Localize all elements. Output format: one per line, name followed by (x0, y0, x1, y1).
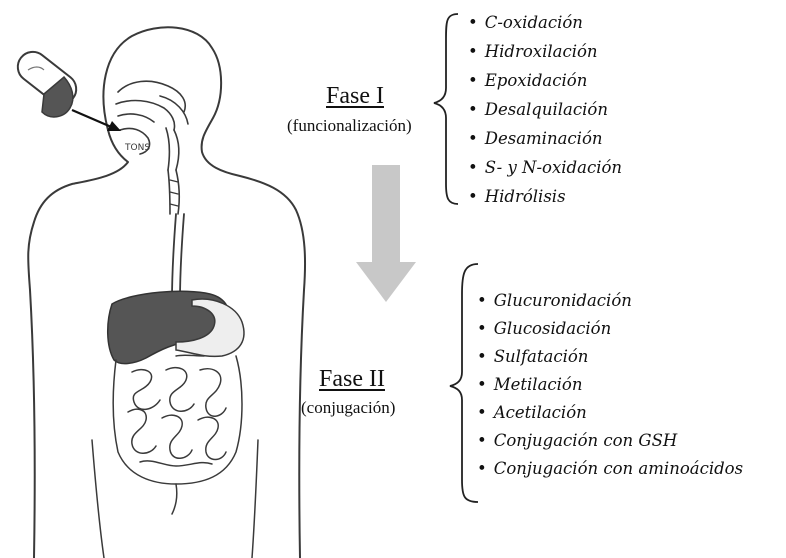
arrow-icon (72, 110, 121, 131)
reaction-item: Acetilación (477, 399, 743, 427)
phase1-subtitle: (funcionalización) (287, 116, 412, 136)
brace-icon (434, 14, 458, 204)
reaction-item: Glucosidación (477, 315, 743, 343)
reaction-item: Conjugación con GSH (477, 427, 743, 455)
intestine-icon (113, 355, 242, 514)
phase1-reaction-list: C-oxidación Hidroxilación Epoxidación De… (468, 8, 622, 211)
pill-icon (12, 46, 82, 117)
brace-icon (450, 264, 478, 502)
reaction-item: Sulfatación (477, 343, 743, 371)
phase2-reaction-list: Glucuronidación Glucosidación Sulfatació… (477, 287, 743, 483)
pill-label-in-mouth: TONS (124, 143, 150, 153)
phase2-subtitle: (conjugación) (301, 398, 395, 418)
reaction-item: Desaminación (468, 124, 622, 153)
reaction-item: Epoxidación (468, 66, 622, 95)
reaction-item: Metilación (477, 371, 743, 399)
flow-arrow (356, 165, 416, 302)
head-internal-icon (116, 81, 188, 300)
reaction-item: S- y N-oxidación (468, 153, 622, 182)
reaction-item: Hidrólisis (468, 182, 622, 211)
reaction-item: C-oxidación (468, 8, 622, 37)
reaction-item: Glucuronidación (477, 287, 743, 315)
phase1-title: Fase I (326, 83, 384, 110)
reaction-item: Hidroxilación (468, 37, 622, 66)
reaction-item: Conjugación con aminoácidos (477, 455, 743, 483)
phase2-title: Fase II (319, 366, 385, 393)
reaction-item: Desalquilación (468, 95, 622, 124)
